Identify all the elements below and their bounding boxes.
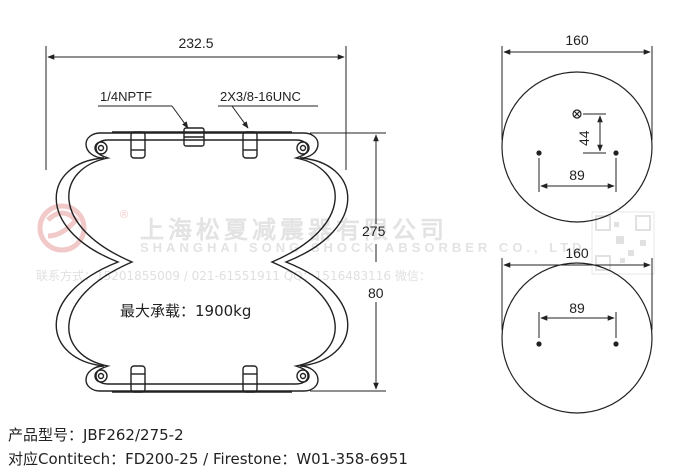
top-plate-diameter-label: 160 xyxy=(565,32,589,48)
watermark: ® 上海松夏减震器有限公司 SHANGHAI SONG SHOCK ABSORB… xyxy=(36,203,655,283)
bottom-hole-spacing-label: 89 xyxy=(569,300,585,316)
bottom-plate-circle xyxy=(501,262,653,414)
bottom-plate-view xyxy=(501,258,653,414)
watermark-contact: 联系方式：15201855009 / 021-61551911 QQ：15164… xyxy=(36,268,431,283)
height-min-label: 80 xyxy=(368,285,384,301)
dimension-height xyxy=(310,132,386,392)
bottom-hole-right xyxy=(613,341,619,347)
svg-text:®: ® xyxy=(120,209,128,221)
watermark-company-cn: 上海松夏减震器有限公司 xyxy=(140,216,448,244)
overall-width-label: 232.5 xyxy=(178,35,213,51)
watermark-company-en: SHANGHAI SONG SHOCK ABSORBER CO., LTD xyxy=(140,240,586,255)
air-spring-inner-outline xyxy=(68,139,336,385)
top-plate-view xyxy=(501,46,653,223)
top-hole-right xyxy=(613,150,619,156)
port-leader xyxy=(98,105,189,129)
air-port-symbol xyxy=(572,109,582,119)
port-offset-label: 44 xyxy=(576,130,592,146)
bolt-thread-label: 2X3/8-16UNC xyxy=(220,89,301,104)
product-model-line: 产品型号：JBF262/275-2 xyxy=(8,426,184,444)
air-spring-side-view xyxy=(55,127,349,393)
top-hole-left xyxy=(536,150,542,156)
bolt-leader xyxy=(218,105,318,129)
port-thread-label: 1/4NPTF xyxy=(100,89,152,104)
bottom-plate-diameter-label: 160 xyxy=(565,245,589,261)
equivalent-models-line: 对应Contitech：FD200-25 / Firestone：W01-358… xyxy=(8,450,408,468)
air-spring-outer-outline xyxy=(55,132,349,392)
top-plate-circle xyxy=(501,71,653,223)
dimension-overall-width xyxy=(45,46,347,170)
max-load-label: 最大承载：1900kg xyxy=(120,302,251,320)
top-hole-spacing-label: 89 xyxy=(569,167,585,183)
height-max-label: 275 xyxy=(362,223,386,239)
bottom-hole-left xyxy=(536,341,542,347)
